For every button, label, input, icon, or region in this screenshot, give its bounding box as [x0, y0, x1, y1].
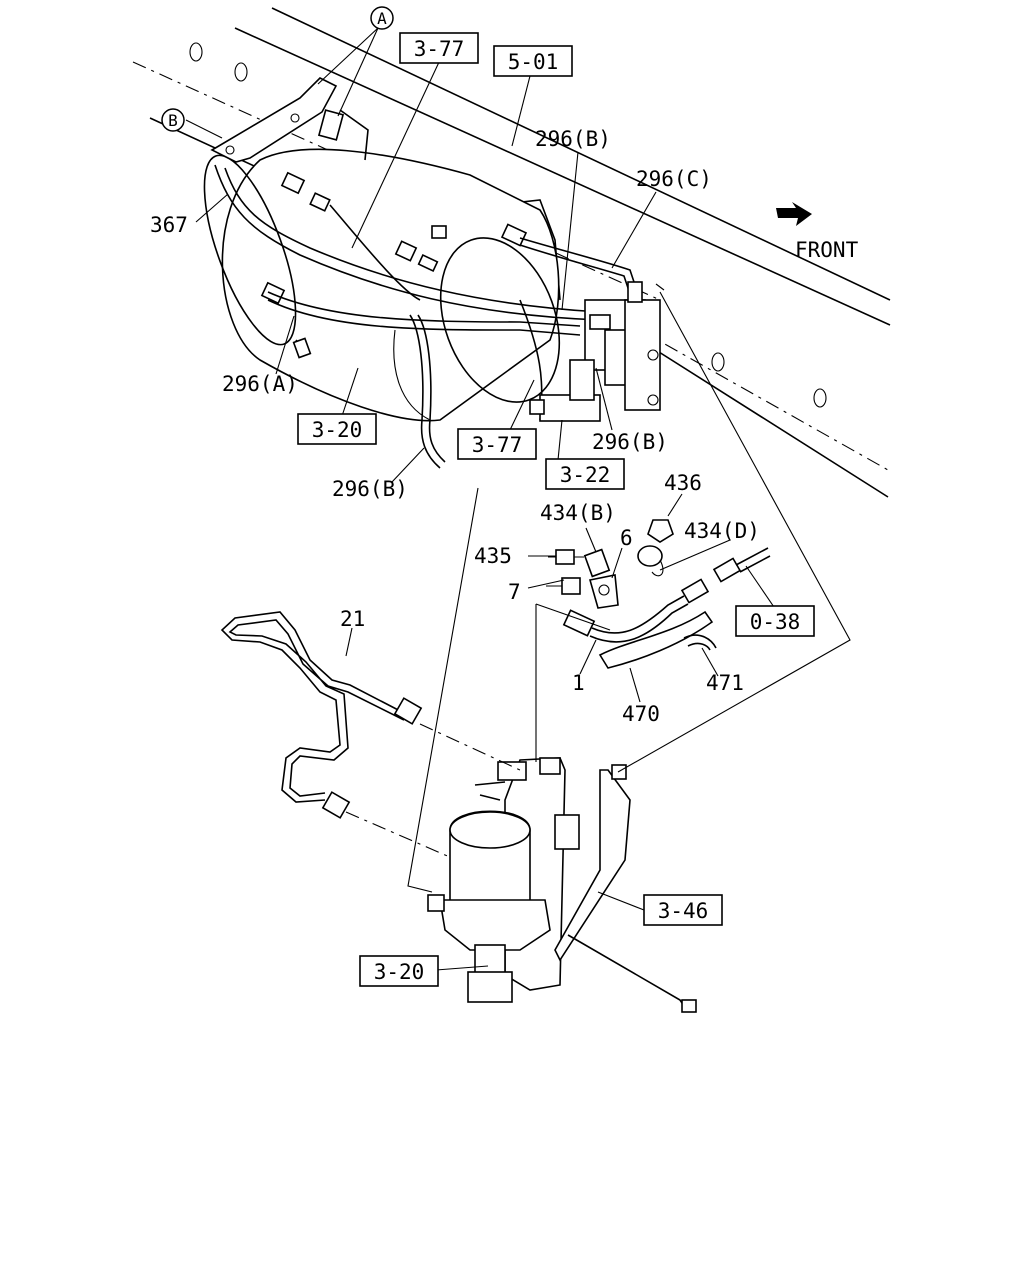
- part-296b-top: 296(B): [535, 127, 611, 151]
- part-435: 435: [474, 544, 512, 568]
- part-7: 7: [508, 580, 521, 604]
- hose-470: [598, 610, 717, 669]
- ref-3-20-bottom-label: 3-20: [374, 960, 425, 984]
- part-1: 1: [572, 671, 585, 695]
- circle-a-label: A: [377, 9, 387, 28]
- air-tank: [203, 148, 561, 422]
- part-296b-mid: 296(B): [592, 430, 668, 454]
- circle-b-label: B: [168, 111, 178, 130]
- ref-box-3-20-mid[interactable]: 3-20: [297, 413, 377, 445]
- part-434b: 434(B): [540, 501, 616, 525]
- part-296c: 296(C): [636, 167, 712, 191]
- ref-5-01-label: 5-01: [508, 50, 559, 74]
- part-367: 367: [150, 213, 188, 237]
- circle-callout-a: A: [370, 6, 394, 30]
- upper-bracket: [210, 77, 369, 163]
- circle-callout-b: B: [161, 108, 185, 132]
- part-6: 6: [620, 526, 633, 550]
- ref-3-22-label: 3-22: [560, 463, 611, 487]
- ref-box-5-01[interactable]: 5-01: [493, 45, 573, 77]
- part-labels: 296(B) 296(C) 367 296(A) 296(B) 296(B) 4…: [150, 127, 760, 726]
- front-indicator: FRONT: [776, 202, 859, 262]
- ref-3-77-mid-label: 3-77: [472, 433, 523, 457]
- ref-3-77-top-label: 3-77: [414, 37, 465, 61]
- ref-3-46-label: 3-46: [658, 899, 709, 923]
- ref-box-0-38[interactable]: 0-38: [735, 605, 815, 637]
- air-dryer: [427, 757, 697, 1013]
- part-436: 436: [664, 471, 702, 495]
- clip-fittings: [546, 519, 674, 609]
- front-label: FRONT: [795, 238, 859, 262]
- ref-box-3-46[interactable]: 3-46: [643, 894, 723, 926]
- ref-0-38-label: 0-38: [750, 610, 801, 634]
- front-arrow-icon: [776, 202, 812, 226]
- part-434d: 434(D): [684, 519, 760, 543]
- ref-box-3-77-top[interactable]: 3-77: [399, 32, 479, 64]
- pipe-21: [220, 611, 423, 819]
- part-296b-low: 296(B): [332, 477, 408, 501]
- ref-box-3-22[interactable]: 3-22: [545, 458, 625, 490]
- tank-fittings: [260, 171, 528, 305]
- valve-assembly: [529, 281, 661, 422]
- air-hoses: [214, 164, 641, 469]
- part-471: 471: [706, 671, 744, 695]
- part-21: 21: [340, 607, 365, 631]
- ref-box-3-20-bottom[interactable]: 3-20: [359, 955, 439, 987]
- ref-box-3-77-mid[interactable]: 3-77: [457, 428, 537, 460]
- ref-3-20-mid-label: 3-20: [312, 418, 363, 442]
- callout-lines: [185, 27, 851, 971]
- part-470: 470: [622, 702, 660, 726]
- part-296a: 296(A): [222, 372, 298, 396]
